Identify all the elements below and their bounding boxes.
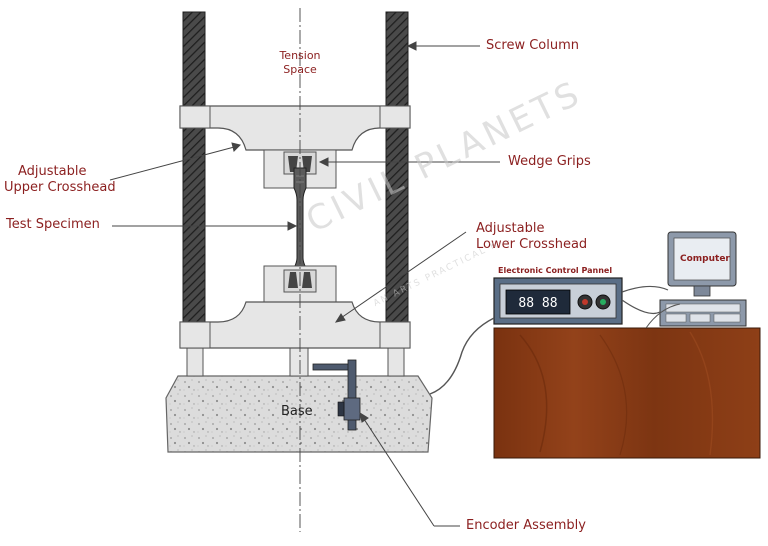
label-tension-line1: Tension [279,49,321,62]
cable-panel-to-computer [621,285,669,293]
screw-column-left [182,11,206,323]
label-upper-line1: Adjustable [18,164,87,179]
label-wedge-grips: Wedge Grips [508,154,591,169]
upper-crosshead [179,105,411,151]
label-lower-crosshead: Adjustable Lower Crosshead [476,221,587,253]
label-test-specimen: Test Specimen [6,217,100,232]
label-lower-line2: Lower Crosshead [476,237,588,252]
label-computer: Computer [680,254,730,264]
encoder-assembly [312,359,361,431]
label-upper-line2: Upper Crosshead [4,180,116,195]
cable-panel-to-base [429,317,495,395]
label-encoder-assembly: Encoder Assembly [466,518,586,533]
label-screw-column: Screw Column [486,38,580,53]
panel-display: 88 88 [518,296,557,311]
label-control-panel: Electronic Control Pannel [498,266,613,275]
frame-leg-left [186,347,204,377]
computer-table [493,327,761,459]
electronic-control-panel: 88 88 [493,277,623,325]
base-block [165,375,433,453]
frame-leg-right [387,347,405,377]
label-upper-crosshead: Adjustable Upper Crosshead [4,164,116,196]
computer-monitor [667,231,737,297]
label-lower-line1: Adjustable [476,221,545,236]
computer-keyboard [659,299,747,327]
label-base: Base [281,404,313,419]
inner-support [289,347,309,377]
label-tension-line2: Space [283,63,317,76]
label-tension-space: Tension Space [273,49,327,77]
